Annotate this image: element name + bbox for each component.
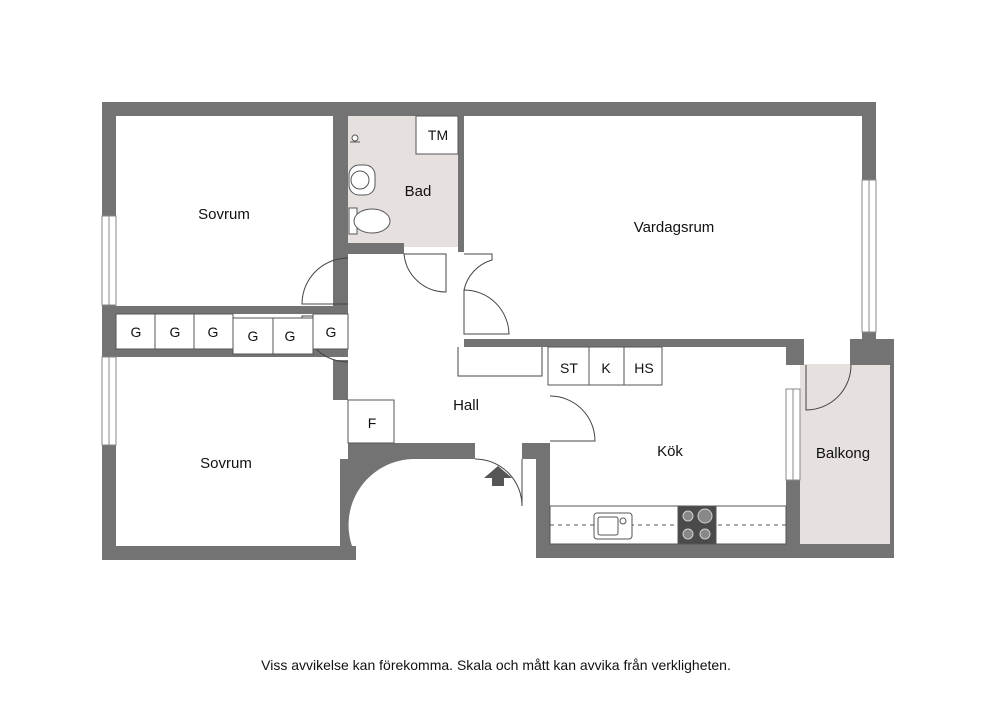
fixture-label-hs: HS [634, 360, 653, 376]
room-label-sovrum-bottom: Sovrum [200, 455, 252, 472]
walls [102, 102, 894, 560]
balcony-floor [800, 364, 892, 546]
kitchen-fixtures [547, 346, 787, 545]
room-label-bad: Bad [405, 183, 432, 200]
fixture-label-f: F [368, 415, 377, 431]
fixture-label-k: K [601, 360, 611, 376]
wardrobe-label: G [208, 324, 219, 340]
fixture-label-st: ST [560, 360, 578, 376]
room-label-vardagsrum: Vardagsrum [634, 219, 715, 236]
fixture-label-tm: TM [428, 127, 448, 143]
bathroom-fixtures [348, 115, 459, 235]
windows [101, 179, 877, 481]
wardrobe-label: G [285, 328, 296, 344]
room-label-sovrum-top: Sovrum [198, 206, 250, 223]
wardrobe-label: G [131, 324, 142, 340]
room-label-kok: Kök [657, 443, 683, 460]
wardrobe-blocks [115, 313, 395, 444]
entrance-arrow-icon [484, 466, 512, 486]
disclaimer-text: Viss avvikelse kan förekomma. Skala och … [261, 657, 731, 673]
wardrobe-label: G [248, 328, 259, 344]
room-label-hall: Hall [453, 397, 479, 414]
wardrobe-label: G [170, 324, 181, 340]
wardrobe-label: G [326, 324, 337, 340]
room-label-balkong: Balkong [816, 445, 870, 462]
floor-plan: Sovrum Bad Vardagsrum Hall Sovrum Kök Ba… [101, 102, 894, 560]
